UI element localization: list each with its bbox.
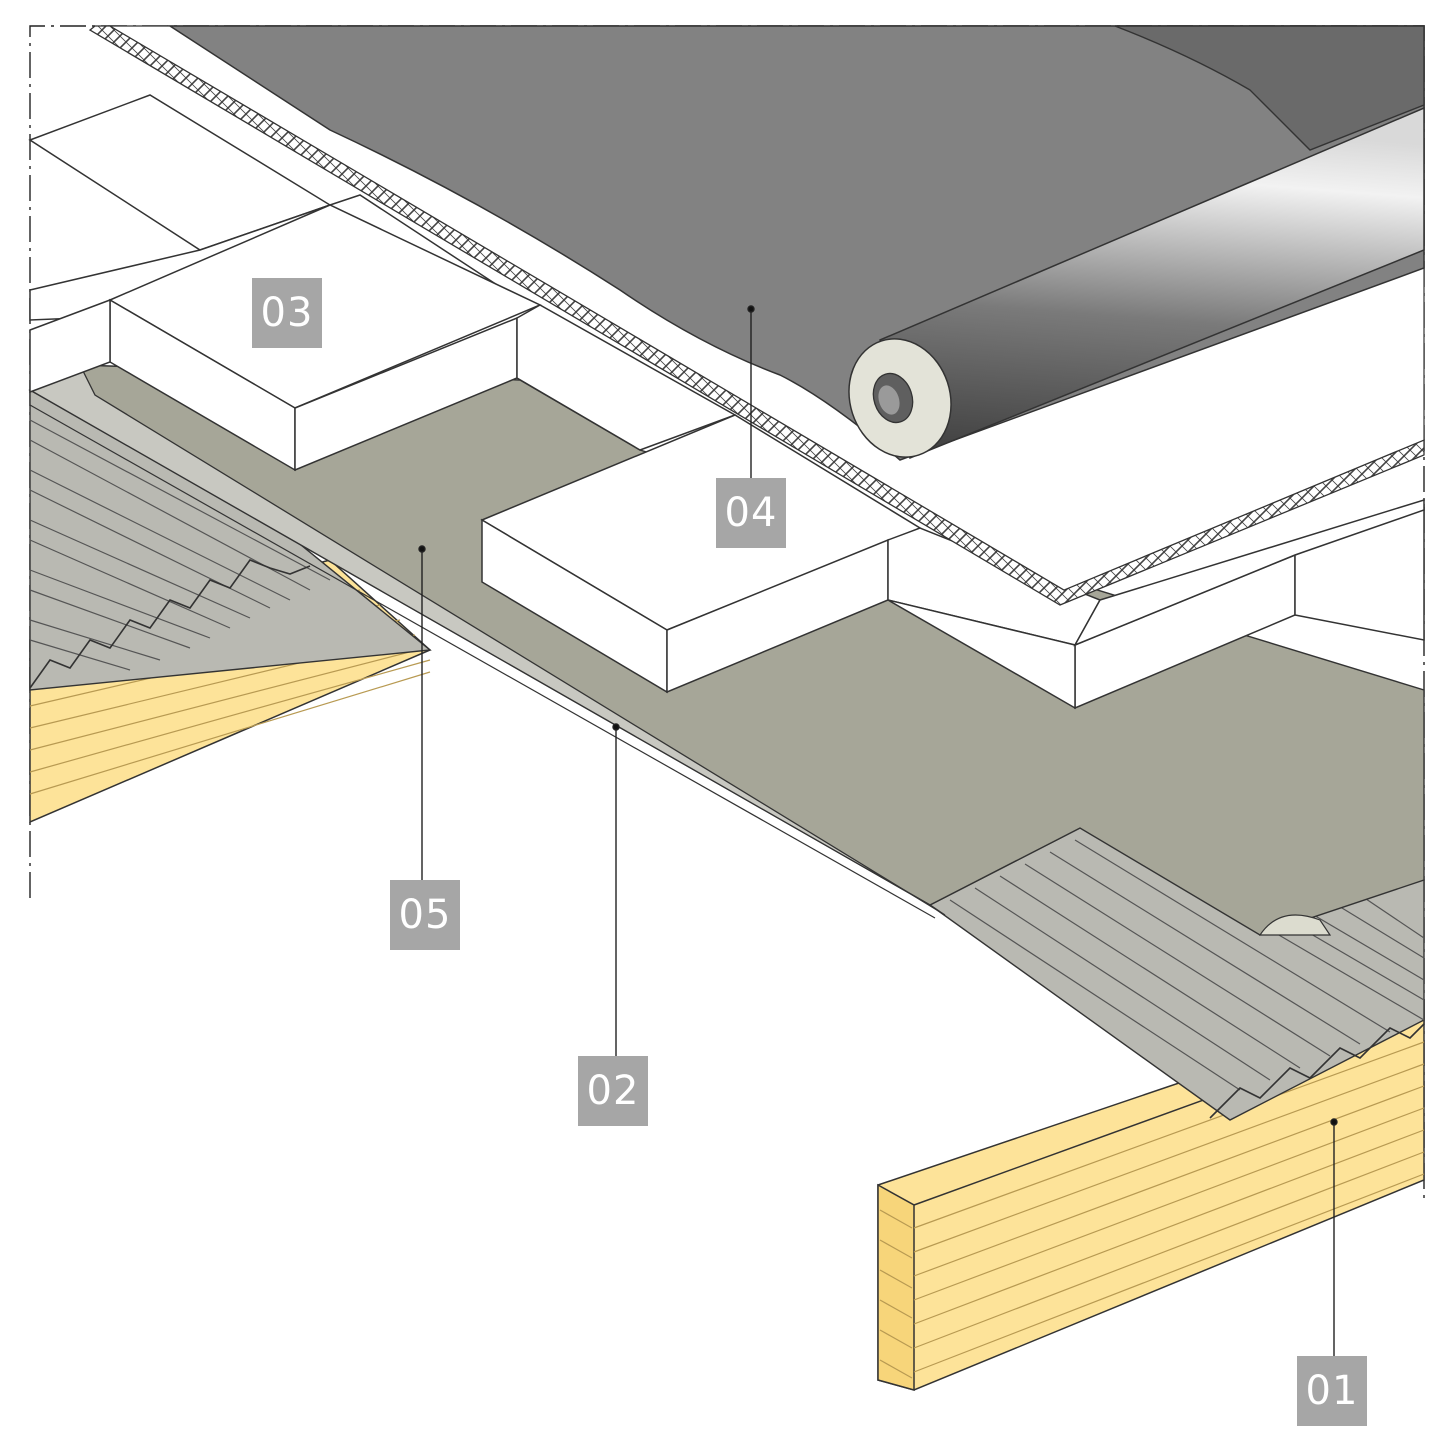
insulation-board-c [887, 527, 1296, 710]
leader-lines [418, 305, 1338, 1356]
label-02: 02 [578, 1056, 648, 1126]
label-04: 04 [716, 478, 786, 548]
insulation-board-b [480, 414, 922, 694]
insulation-boards [28, 94, 1425, 710]
timber-joist-right [877, 998, 1425, 1391]
label-05: 05 [390, 880, 460, 950]
label-03: 03 [252, 278, 322, 348]
roof-membrane [88, 25, 1425, 606]
label-01: 01 [1297, 1356, 1367, 1426]
